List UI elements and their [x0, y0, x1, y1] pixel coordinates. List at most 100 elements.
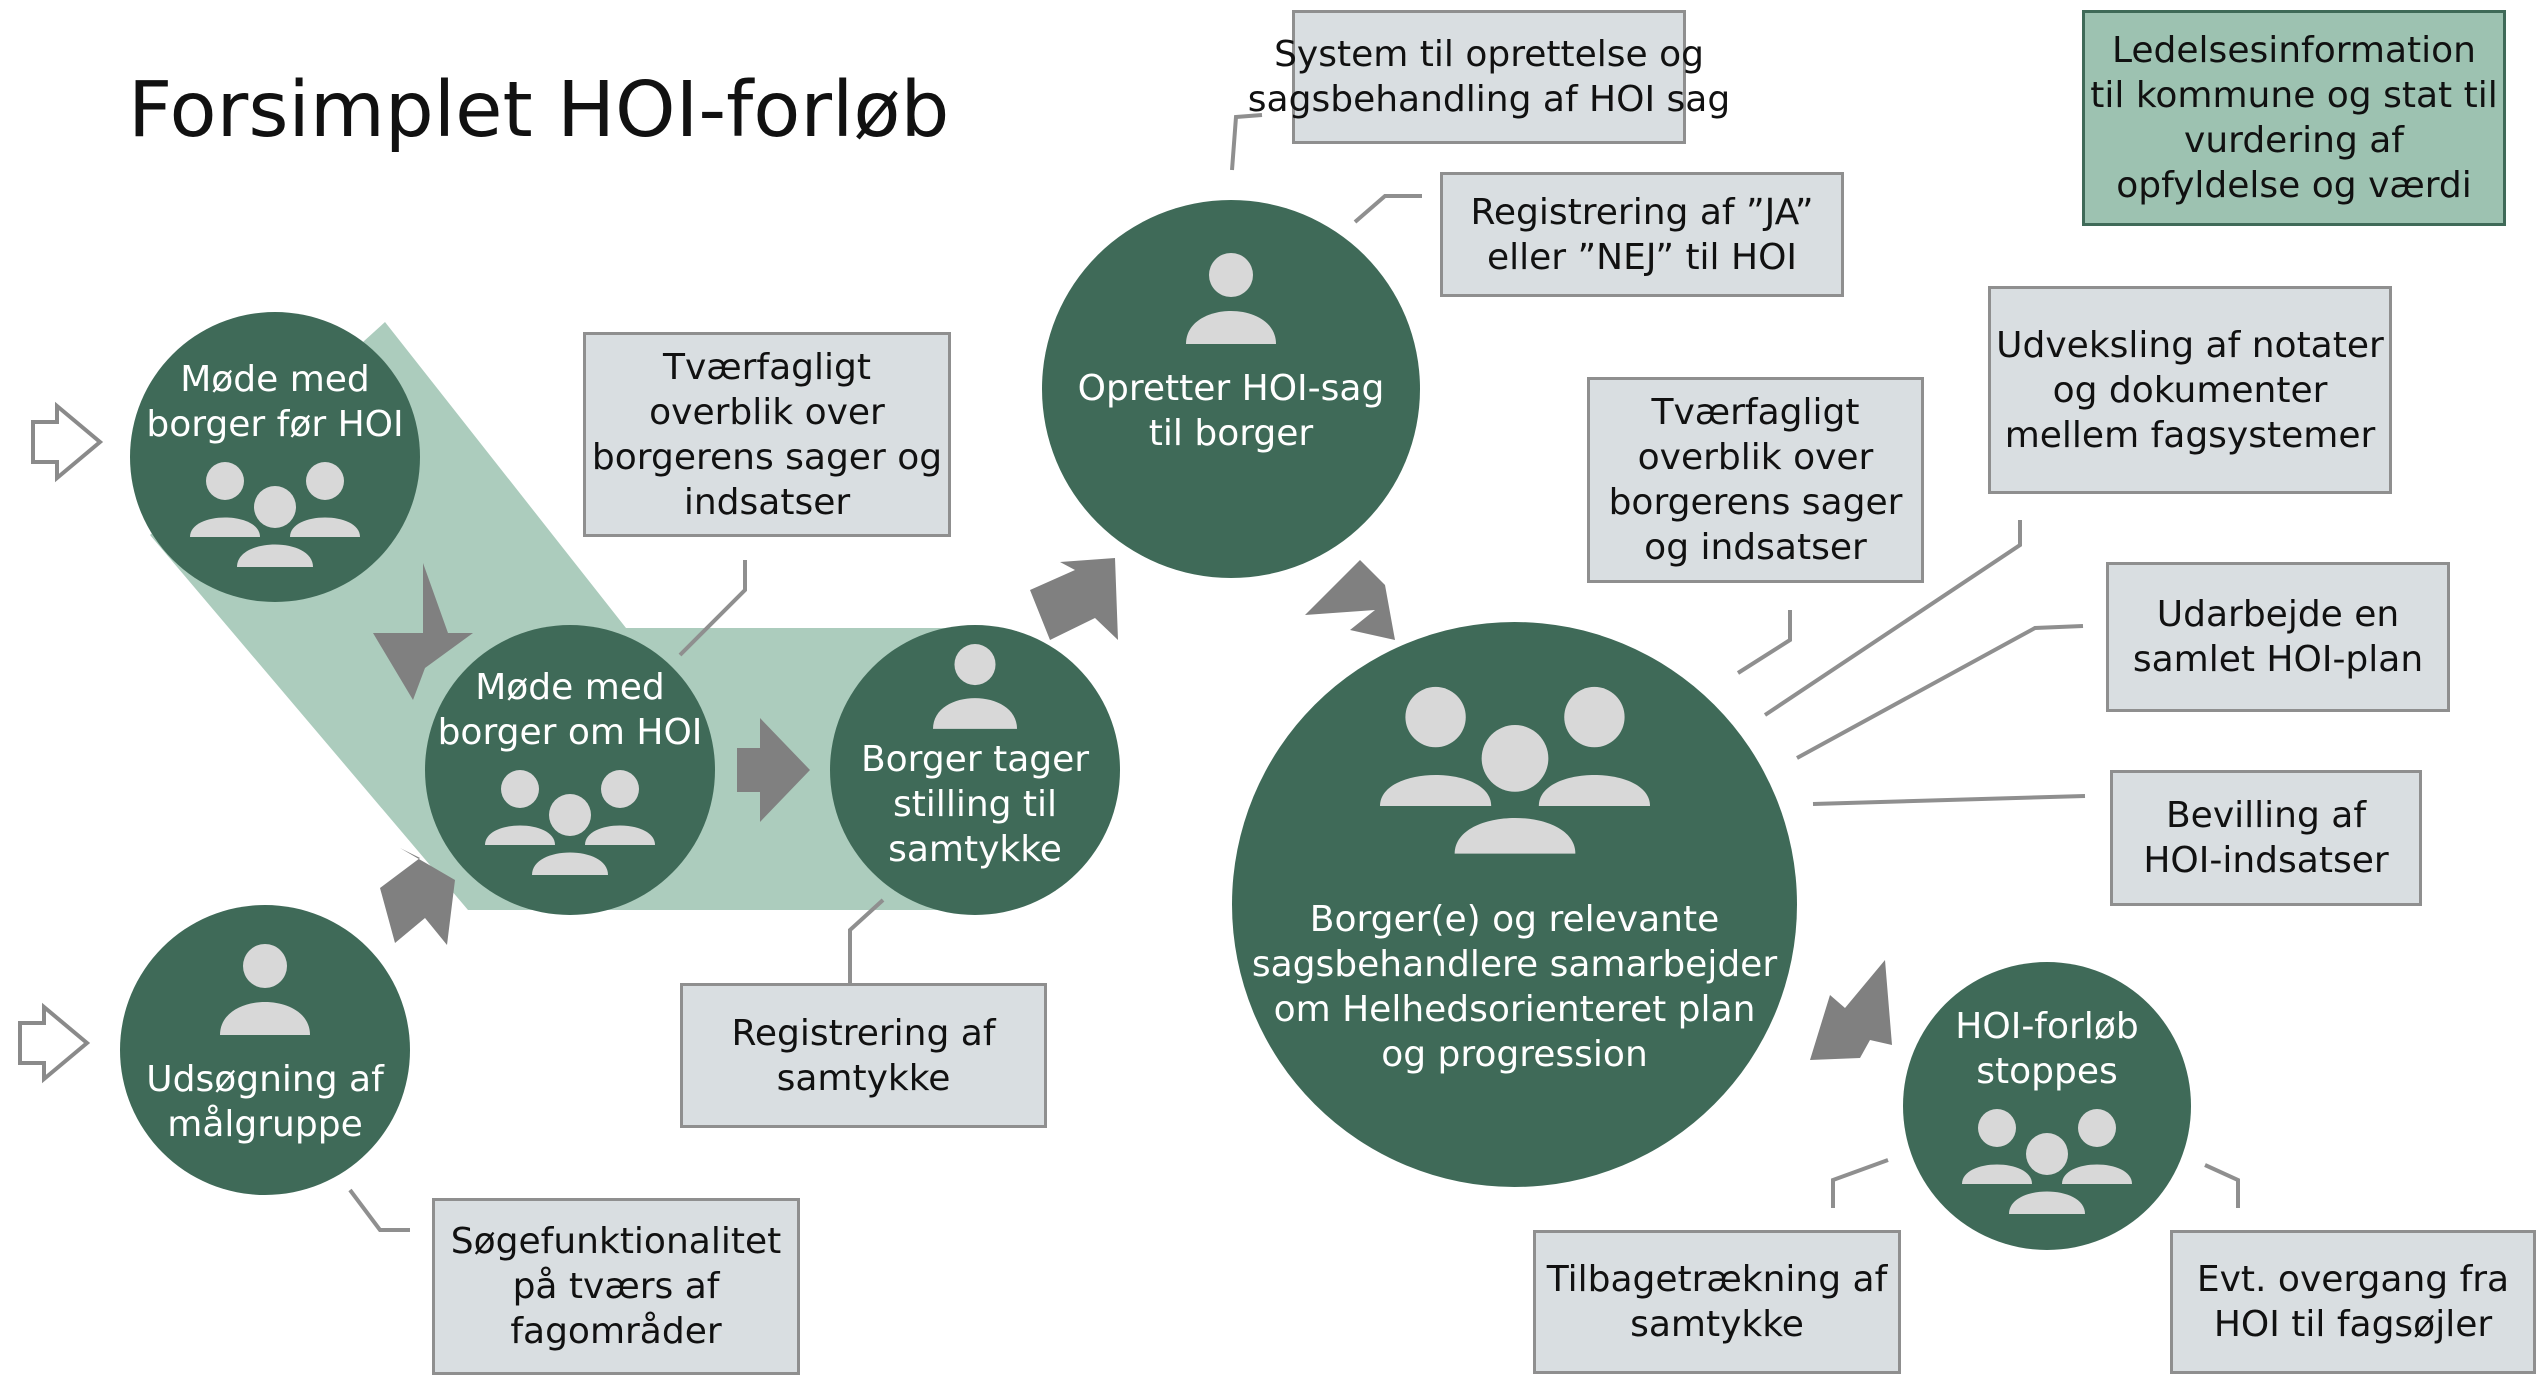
box-line: og indsatser: [1644, 527, 1867, 568]
circle-samarbejde: Borger(e) og relevante sagsbehandlere sa…: [1232, 622, 1797, 1187]
box-line: borgerens sager: [1608, 482, 1903, 523]
box-tvaerfagligt-overblik-2: Tværfagligt overblik over borgerens sage…: [1587, 377, 1924, 583]
box-line: opfyldelse og værdi: [2116, 165, 2472, 206]
box-udarbejde-plan: Udarbejde en samlet HOI-plan: [2106, 562, 2450, 712]
circle-udsoegning: Udsøgning af målgruppe: [120, 905, 410, 1195]
box-line: til kommune og stat til: [2090, 75, 2498, 116]
connector-registrering-ja: [1353, 194, 1422, 224]
connector-soegefunktion: [348, 1188, 410, 1232]
label-line: Udsøgning af: [146, 1059, 384, 1100]
flow-arrow-to-stoppes: [1810, 960, 1892, 1060]
box-system: System til oprettelse og sagsbehandling …: [1248, 10, 1730, 144]
connector-bevilling: [1812, 794, 2086, 806]
entry-arrow-bottom: [18, 1002, 91, 1084]
box-line: eller ”NEJ” til HOI: [1486, 236, 1798, 278]
box-line: og dokumenter: [2052, 369, 2328, 411]
box-line: Registrering af ”JA”: [1470, 191, 1814, 233]
box-line: Evt. overgang fra: [2196, 1259, 2510, 1300]
box-line: System til oprettelse og: [1274, 34, 1704, 75]
circle-opretter: Opretter HOI-sag til borger: [1042, 200, 1420, 578]
label-line: borger før HOI: [146, 404, 404, 445]
label-line: Borger(e) og relevante: [1309, 899, 1720, 940]
circle-label: Borger(e) og relevante sagsbehandlere sa…: [1252, 897, 1777, 1077]
label-line: stilling til: [892, 784, 1058, 825]
circle-samtykke: Borger tager stilling til samtykke: [830, 625, 1120, 915]
circle-label: Møde med borger om HOI: [438, 665, 703, 755]
box-line: overblik over: [649, 391, 885, 433]
flow-arrow-to-opretter: [1030, 558, 1118, 640]
box-line: Udveksling af notater: [1996, 324, 2384, 366]
person-icon: [220, 944, 310, 1035]
label-line: HOI-forløb: [1955, 1006, 2139, 1047]
circle-mode-om-hoi: Møde med borger om HOI: [425, 625, 715, 915]
box-soegefunktionalitet: Søgefunktionalitet på tværs af fagområde…: [432, 1198, 800, 1375]
circle-label: Opretter HOI-sag til borger: [1078, 366, 1385, 456]
box-line: Registrering af: [731, 1012, 996, 1054]
circle-stoppes: HOI-forløb stoppes: [1903, 962, 2191, 1250]
box-line: Ledelsesinformation: [2111, 30, 2476, 71]
box-tvaerfagligt-overblik-1: Tværfagligt overblik over borgerens sage…: [583, 332, 951, 537]
label-line: til borger: [1148, 413, 1314, 454]
entry-arrow-top: [31, 401, 104, 483]
box-line: sagsbehandling af HOI sag: [1247, 79, 1731, 120]
box-line: samlet HOI-plan: [2132, 639, 2424, 680]
label-line: Møde med: [475, 667, 665, 708]
box-tilbagetraekning: Tilbagetrækning af samtykke: [1533, 1230, 1901, 1374]
flow-arrow-1: [373, 563, 473, 700]
label-line: borger om HOI: [437, 712, 703, 753]
group-icon: [485, 770, 655, 875]
box-registrering-samtykke: Registrering af samtykke: [680, 983, 1047, 1128]
box-line: mellem fagsystemer: [2004, 414, 2376, 456]
group-icon: [1962, 1109, 2132, 1214]
box-line: Tværfagligt: [1651, 392, 1860, 433]
connector-registrering-samtykke: [848, 898, 885, 985]
label-line: samtykke: [888, 829, 1062, 870]
circle-label: Udsøgning af målgruppe: [146, 1057, 384, 1147]
box-overgang: Evt. overgang fra HOI til fagsøjler: [2170, 1230, 2536, 1374]
box-line: samtykke: [1630, 1304, 1804, 1345]
label-line: om Helhedsorienteret plan: [1273, 989, 1756, 1030]
circle-mode-foer-hoi: Møde med borger før HOI: [130, 312, 420, 602]
box-line: borgerens sager og: [591, 436, 943, 478]
label-line: Borger tager: [860, 739, 1090, 780]
box-bevilling: Bevilling af HOI-indsatser: [2110, 770, 2422, 906]
connector-tvaerfagligt2: [1736, 610, 1792, 675]
label-line: stoppes: [1976, 1051, 2118, 1092]
flow-arrow-mode-to-samtykke: [737, 718, 810, 822]
connector-system: [1230, 113, 1263, 171]
page-title: Forsimplet HOI-forløb: [128, 66, 950, 155]
person-icon: [933, 644, 1017, 729]
connector-tilbagetraekning: [1831, 1158, 1889, 1208]
label-line: sagsbehandlere samarbejder: [1251, 944, 1778, 985]
box-ledelsesinformation: Ledelsesinformation til kommune og stat …: [2082, 10, 2506, 226]
person-icon: [1186, 253, 1276, 344]
box-line: fagområder: [510, 1311, 722, 1352]
box-line: overblik over: [1637, 437, 1874, 478]
label-line: målgruppe: [167, 1104, 363, 1145]
circle-label: Møde med borger før HOI: [146, 357, 403, 447]
box-line: på tværs af: [512, 1266, 720, 1307]
label-line: og progression: [1381, 1034, 1648, 1075]
box-line: HOI-indsatser: [2143, 840, 2389, 881]
box-line: samtykke: [776, 1057, 951, 1099]
box-line: Udarbejde en: [2156, 594, 2400, 635]
box-registrering-ja-nej: Registrering af ”JA” eller ”NEJ” til HOI: [1440, 172, 1844, 297]
connector-udveksling: [1763, 520, 2022, 717]
box-line: vurdering af: [2184, 120, 2404, 161]
box-udveksling: Udveksling af notater og dokumenter mell…: [1988, 286, 2392, 494]
circle-label: HOI-forløb stoppes: [1955, 1004, 2138, 1094]
connector-tvaerfagligt1: [678, 560, 747, 657]
connector-udarbejde: [1796, 624, 2084, 760]
label-line: Møde med: [180, 359, 370, 400]
circle-label: Borger tager stilling til samtykke: [861, 737, 1089, 872]
flow-arrow-to-samarbejde: [1305, 560, 1395, 640]
group-icon: [1379, 686, 1650, 854]
flow-arrow-udsoegning-up: [380, 848, 455, 945]
box-line: Tilbagetrækning af: [1546, 1259, 1888, 1300]
box-line: Tværfagligt: [662, 346, 871, 388]
label-line: Opretter HOI-sag: [1077, 368, 1385, 409]
group-icon: [190, 462, 360, 567]
connector-lines: [348, 113, 2240, 1232]
box-line: HOI til fagsøjler: [2213, 1304, 2493, 1345]
box-line: Søgefunktionalitet: [450, 1221, 782, 1262]
